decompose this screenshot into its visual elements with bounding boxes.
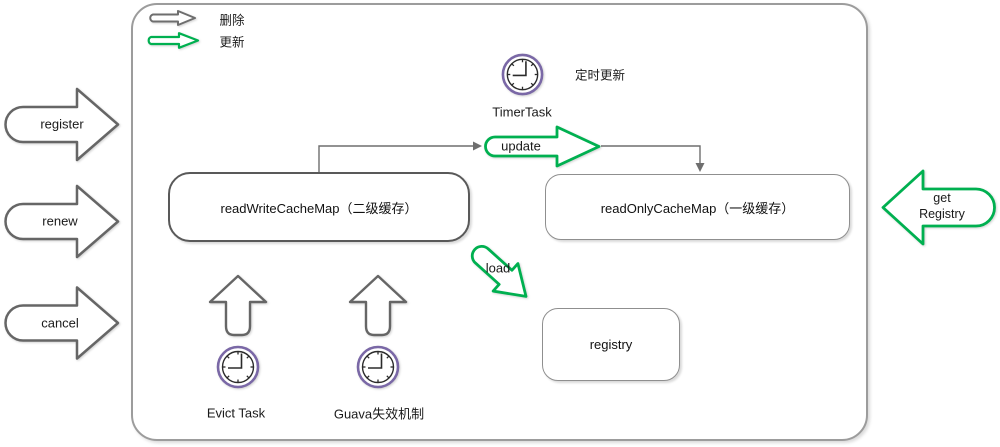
read-write-cache-map-node: readWriteCacheMap（二级缓存） [168, 172, 470, 242]
evict-task-clock-icon [215, 344, 261, 390]
legend-delete-arrow-icon [145, 10, 197, 26]
guava-expiry-up-arrow-icon [347, 274, 409, 338]
renew-arrow-icon [5, 184, 120, 259]
renew-arrow-label: renew [42, 213, 78, 229]
register-arrow-label: register [40, 116, 84, 132]
timer-task-annotation: 定时更新 [574, 68, 626, 83]
guava-expiry-label: Guava失效机制 [333, 406, 425, 422]
registry-node: registry [542, 308, 680, 381]
evict-task-label: Evict Task [206, 405, 266, 421]
update-flow-label: update [501, 138, 541, 154]
evict-task-up-arrow-icon [207, 274, 269, 338]
read-write-cache-map-label: readWriteCacheMap（二级缓存） [220, 200, 418, 216]
get-registry-arrow-icon [880, 168, 997, 247]
load-flow-arrow-icon [456, 238, 544, 316]
registry-label: registry [589, 337, 633, 352]
read-only-cache-map-label: readOnlyCacheMap（一级缓存） [600, 200, 795, 216]
cancel-arrow-icon [5, 285, 120, 361]
legend-update-arrow-icon [143, 32, 200, 49]
register-arrow-icon [5, 87, 120, 162]
timer-task-clock-icon [500, 52, 545, 97]
read-only-cache-map-node: readOnlyCacheMap（一级缓存） [545, 174, 850, 240]
legend-delete-label: 删除 [219, 13, 245, 28]
cancel-arrow-label: cancel [41, 315, 79, 331]
load-flow-label: load [485, 260, 511, 276]
get-registry-label: get Registry [919, 191, 965, 221]
legend-update-label: 更新 [219, 35, 245, 50]
guava-expiry-clock-icon [355, 344, 401, 390]
update-flow-arrow-icon [483, 125, 601, 168]
timer-task-label: TimerTask [492, 104, 552, 120]
